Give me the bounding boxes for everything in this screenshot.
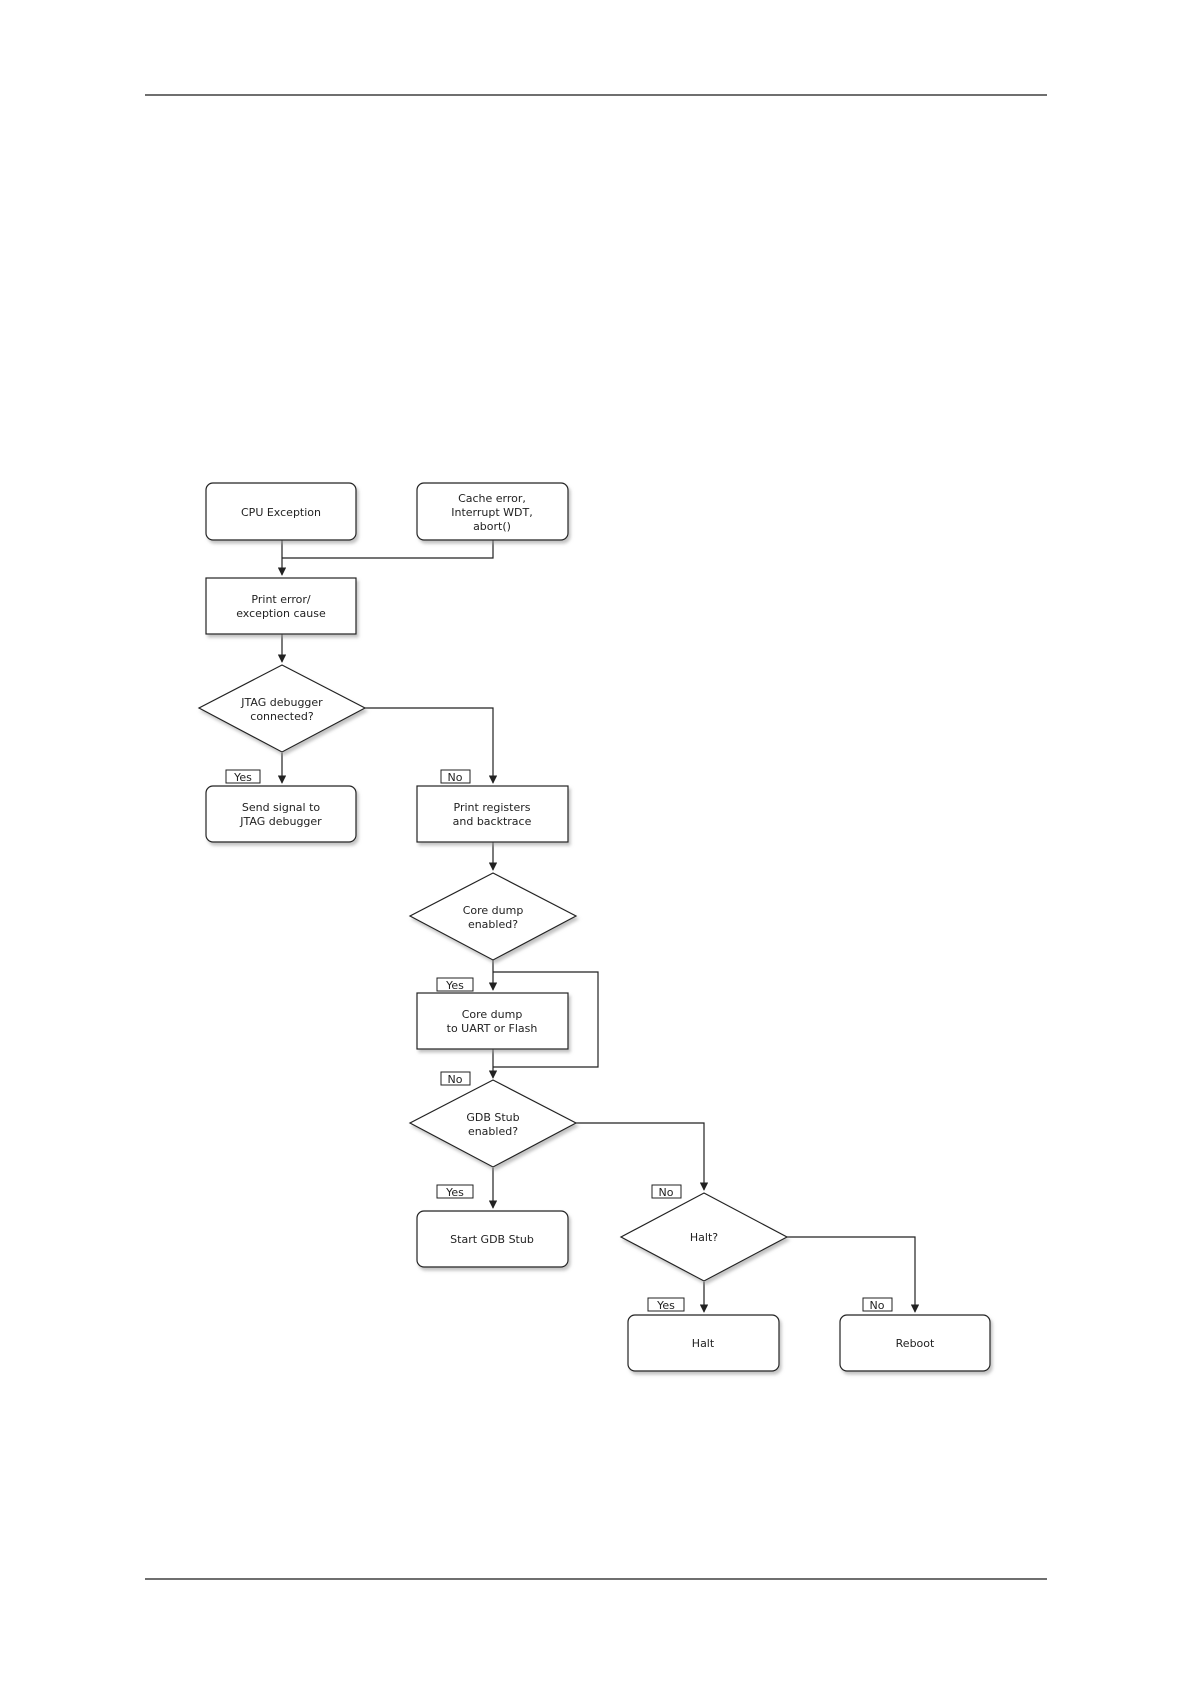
tag-gdb-yes-text: Yes	[445, 1186, 464, 1199]
edge-jtag-no	[365, 708, 493, 783]
decision-gdb-stub-enabled: GDB Stub enabled?	[410, 1080, 576, 1167]
node-start-gdb-stub-label: Start GDB Stub	[450, 1233, 534, 1246]
decision-jtag-line-2: connected?	[250, 710, 314, 723]
decision-coredump-line-2: enabled?	[468, 918, 518, 931]
node-cache-error-line-2: Interrupt WDT,	[451, 506, 532, 519]
tag-jtag-yes-text: Yes	[233, 771, 252, 784]
tag-halt-no-text: No	[870, 1299, 885, 1312]
node-core-dump-line-2: to UART or Flash	[447, 1022, 538, 1035]
node-cache-error-line-1: Cache error,	[458, 492, 526, 505]
node-core-dump-line-1: Core dump	[462, 1008, 523, 1021]
edge-gdb-no	[576, 1123, 704, 1190]
decision-jtag-connected: JTAG debugger connected?	[199, 665, 365, 752]
node-send-signal: Send signal to JTAG debugger	[206, 786, 356, 842]
node-cpu-exception-label: CPU Exception	[241, 506, 321, 519]
node-print-registers-line-2: and backtrace	[453, 815, 532, 828]
tag-jtag-no: No	[441, 770, 470, 784]
node-reboot-label: Reboot	[896, 1337, 935, 1350]
decision-halt: Halt?	[621, 1193, 787, 1281]
tag-coredump-yes-text: Yes	[445, 979, 464, 992]
tag-coredump-no-text: No	[448, 1073, 463, 1086]
node-cache-error: Cache error, Interrupt WDT, abort()	[417, 483, 568, 540]
node-halt: Halt	[628, 1315, 779, 1371]
tag-jtag-yes: Yes	[226, 770, 260, 784]
tag-halt-yes-text: Yes	[656, 1299, 675, 1312]
tag-coredump-no: No	[441, 1072, 470, 1086]
node-send-signal-line-2: JTAG debugger	[239, 815, 322, 828]
node-reboot: Reboot	[840, 1315, 990, 1371]
tag-gdb-no: No	[652, 1185, 681, 1199]
node-start-gdb-stub: Start GDB Stub	[417, 1211, 568, 1267]
node-print-error-line-1: Print error/	[251, 593, 310, 606]
node-cache-error-line-3: abort()	[473, 520, 511, 533]
decision-core-dump-enabled: Core dump enabled?	[410, 873, 576, 960]
node-print-error-line-2: exception cause	[236, 607, 326, 620]
decision-jtag-line-1: JTAG debugger	[240, 696, 323, 709]
tag-coredump-yes: Yes	[437, 978, 473, 992]
edge-halt-no	[787, 1237, 915, 1312]
tag-halt-no: No	[863, 1298, 892, 1312]
node-print-error: Print error/ exception cause	[206, 578, 356, 634]
tag-gdb-yes: Yes	[437, 1185, 473, 1199]
node-send-signal-line-1: Send signal to	[242, 801, 321, 814]
node-print-registers-line-1: Print registers	[454, 801, 531, 814]
connectors	[282, 540, 915, 1312]
decision-gdb-line-1: GDB Stub	[466, 1111, 519, 1124]
decision-coredump-line-1: Core dump	[463, 904, 524, 917]
node-halt-label: Halt	[692, 1337, 715, 1350]
edge-cache-to-print	[282, 540, 493, 558]
node-print-registers: Print registers and backtrace	[417, 786, 568, 842]
decision-halt-label: Halt?	[690, 1231, 718, 1244]
tag-gdb-no-text: No	[659, 1186, 674, 1199]
tag-jtag-no-text: No	[448, 771, 463, 784]
node-core-dump: Core dump to UART or Flash	[417, 993, 568, 1049]
node-cpu-exception: CPU Exception	[206, 483, 356, 540]
tag-halt-yes: Yes	[648, 1298, 684, 1312]
decision-gdb-line-2: enabled?	[468, 1125, 518, 1138]
